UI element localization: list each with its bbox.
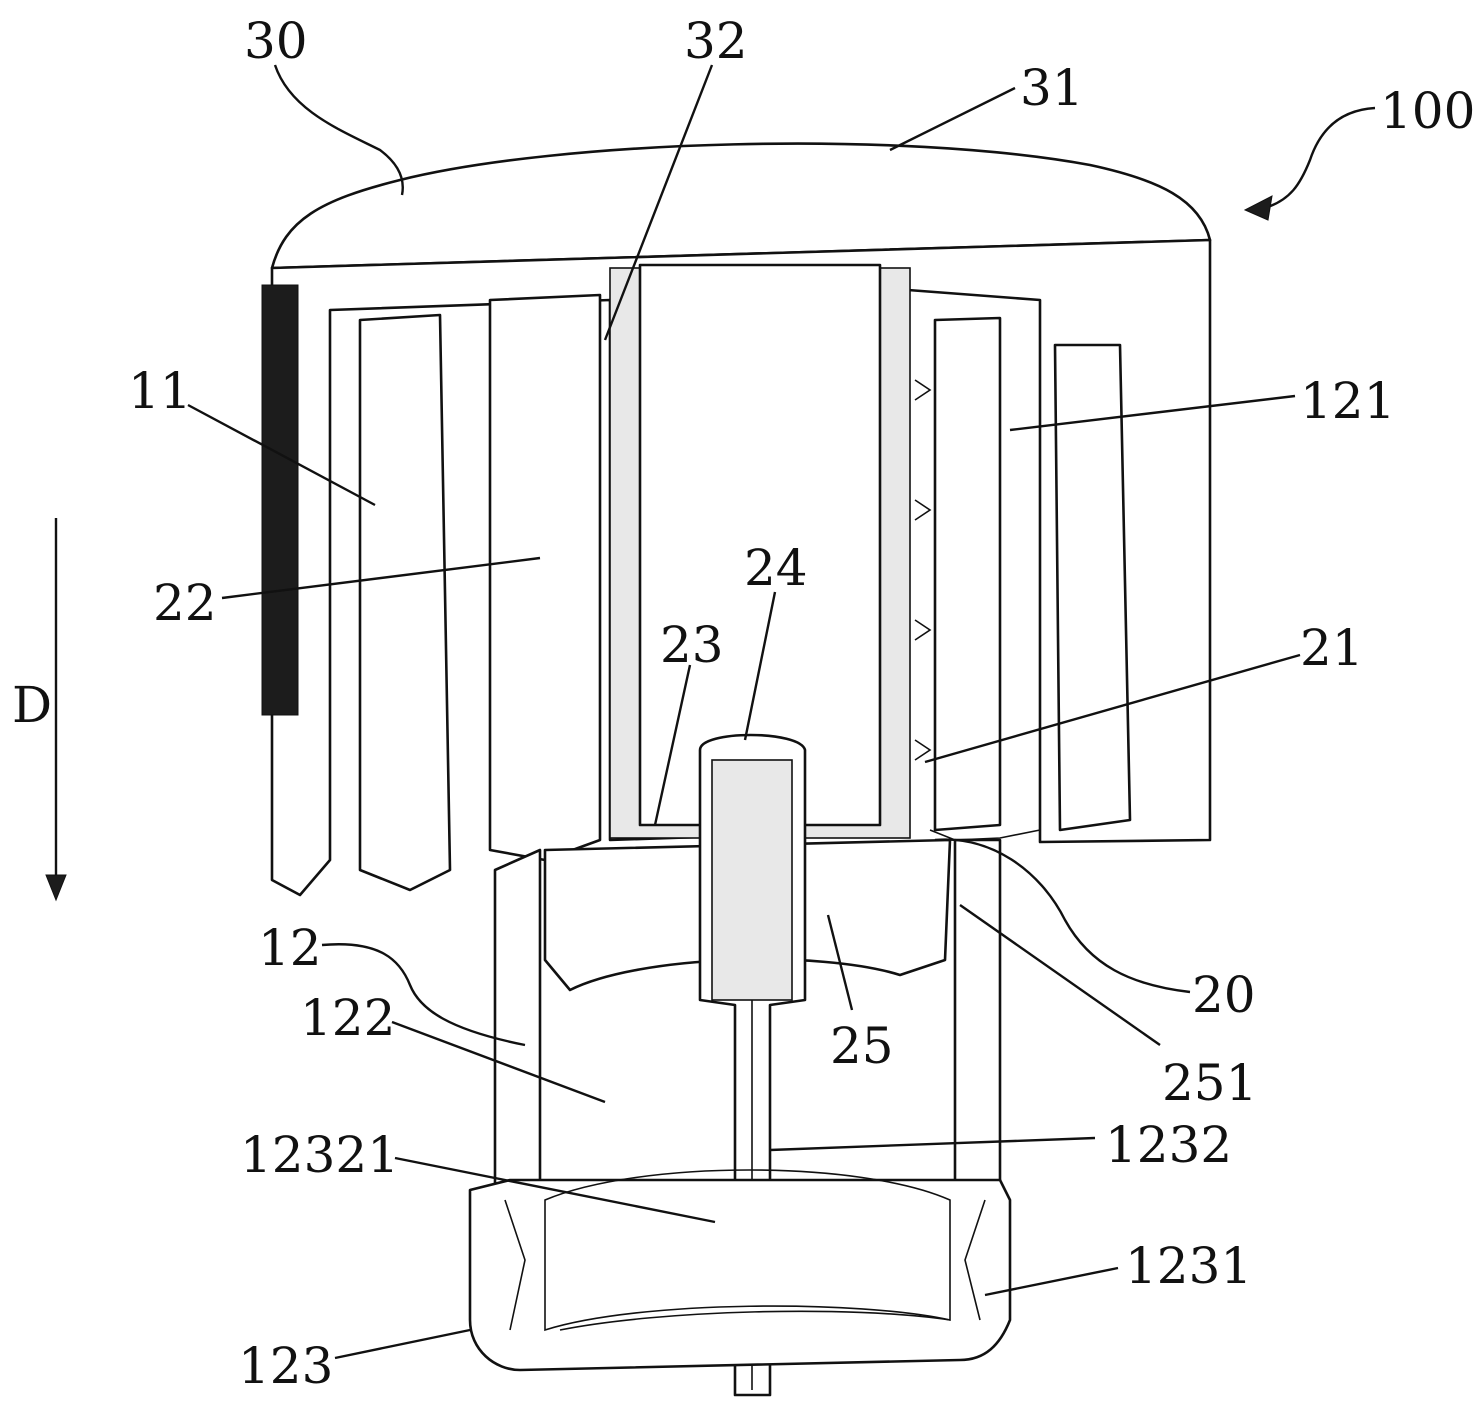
direction-arrowhead xyxy=(45,874,67,902)
flange-step xyxy=(929,829,1041,841)
leader-121 xyxy=(1009,394,1296,432)
cap-top-dome xyxy=(270,142,1212,270)
base-latch-right xyxy=(964,1199,986,1321)
leader-22 xyxy=(221,556,541,600)
label-12321: 12321 xyxy=(240,1126,399,1184)
leader-20 xyxy=(934,838,1191,994)
leader-251 xyxy=(959,904,1161,1046)
label-251: 251 xyxy=(1162,1054,1257,1112)
bottom-base xyxy=(468,1178,1012,1372)
label-32: 32 xyxy=(684,12,748,70)
label-12: 12 xyxy=(258,919,322,977)
arrowhead-100 xyxy=(1243,195,1273,221)
label-100: 100 xyxy=(1380,82,1475,140)
leader-lines xyxy=(45,64,1376,1360)
cap-assembly-drawing xyxy=(261,142,1212,1397)
label-24: 24 xyxy=(744,539,808,597)
leader-123 xyxy=(334,1328,471,1360)
leader-12321 xyxy=(394,1156,716,1224)
label-122: 122 xyxy=(300,989,395,1047)
label-25: 25 xyxy=(830,1017,894,1075)
label-1232: 1232 xyxy=(1105,1116,1232,1174)
leader-30 xyxy=(273,64,404,196)
label-121: 121 xyxy=(1300,372,1395,430)
label-123: 123 xyxy=(238,1337,333,1395)
label-22: 22 xyxy=(153,574,217,632)
right-threads xyxy=(914,379,932,761)
right-insert xyxy=(933,316,1002,832)
leader-12 xyxy=(321,943,526,1047)
label-11: 11 xyxy=(128,362,192,420)
leader-122 xyxy=(391,1020,606,1104)
base-rim xyxy=(559,1310,951,1331)
label-31: 31 xyxy=(1020,59,1084,117)
reference-labels: 30 32 31 100 11 121 22 24 23 21 D 12 20 … xyxy=(12,12,1475,1395)
leader-24 xyxy=(743,591,777,741)
leader-1231 xyxy=(984,1266,1119,1297)
spike-cavity xyxy=(711,759,793,1001)
leader-25 xyxy=(826,914,854,1011)
left-insert xyxy=(488,293,602,862)
base-latch-left xyxy=(504,1199,526,1331)
label-21: 21 xyxy=(1300,619,1364,677)
leader-21 xyxy=(924,653,1301,764)
leader-23 xyxy=(653,664,692,826)
leader-31 xyxy=(889,86,1016,152)
lower-body xyxy=(493,848,542,1202)
leader-100 xyxy=(1264,106,1376,210)
label-30: 30 xyxy=(244,12,308,70)
leader-1232 xyxy=(769,1136,1096,1152)
label-20: 20 xyxy=(1192,966,1256,1024)
leader-11 xyxy=(187,403,376,507)
leader-32 xyxy=(603,64,714,341)
label-1231: 1231 xyxy=(1125,1237,1252,1295)
lower-body-right xyxy=(953,838,1002,1202)
label-D: D xyxy=(12,676,52,734)
left-inner-sleeve xyxy=(358,313,452,892)
knurled-grip xyxy=(261,284,299,716)
label-23: 23 xyxy=(660,616,724,674)
